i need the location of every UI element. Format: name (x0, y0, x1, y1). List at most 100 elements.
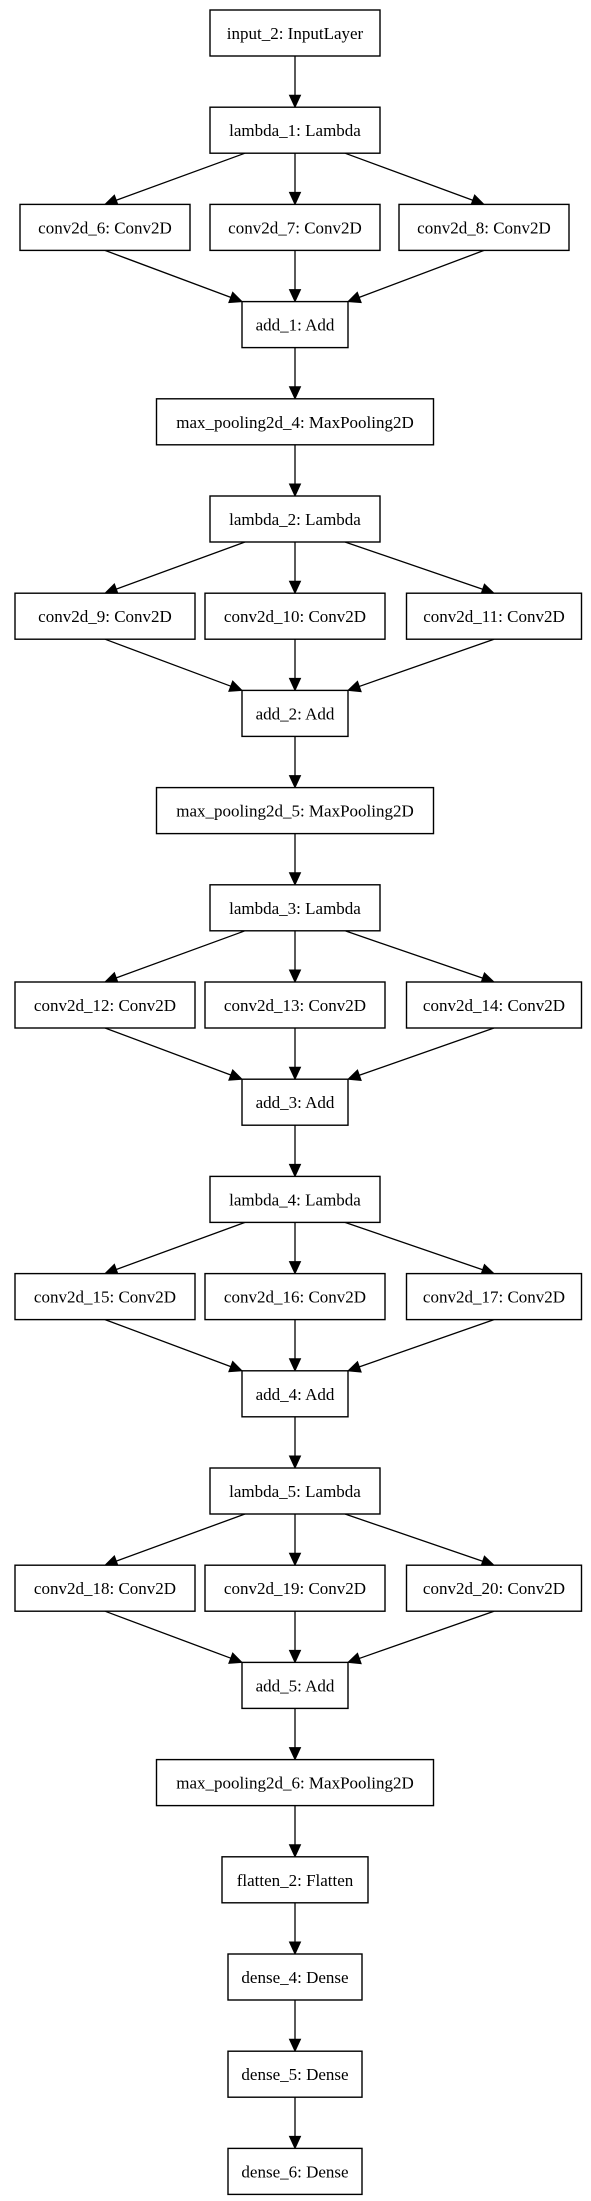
edge-lambda-4-to-conv2d-17 (344, 1221, 483, 1271)
arrowhead-icon (288, 289, 302, 303)
layer-box (209, 203, 381, 252)
edge-conv2d-12-to-add-3 (104, 1027, 231, 1076)
layer-box (209, 884, 381, 932)
layer-box (241, 300, 349, 349)
arrowhead-icon (288, 1163, 302, 1178)
arrowhead-icon (288, 775, 302, 789)
arrowhead-icon (288, 1261, 302, 1275)
layer-box (221, 1856, 369, 1904)
layer-box (209, 1175, 381, 1224)
layer-node-max-pooling2d-6: max_pooling2d_6: MaxPooling2D (155, 1758, 435, 1807)
layer-node-conv2d-10: conv2d_10: Conv2D (204, 592, 386, 640)
edge-lambda-2-to-conv2d-11 (344, 541, 483, 590)
layer-node-flatten-2: flatten_2: Flatten (221, 1856, 369, 1904)
edge-conv2d-20-to-add-5 (359, 1610, 495, 1660)
layer-box (204, 1564, 386, 1612)
layer-label: conv2d_7: Conv2D (228, 218, 362, 237)
layer-label: conv2d_13: Conv2D (224, 996, 366, 1015)
layer-box (398, 203, 570, 252)
layer-node-conv2d-9: conv2d_9: Conv2D (14, 592, 196, 640)
layer-node-add-1: add_1: Add (241, 300, 349, 349)
layer-box (14, 1564, 196, 1612)
edge-lambda-4-to-conv2d-15 (116, 1221, 246, 1271)
layer-node-lambda-1: lambda_1: Lambda (209, 106, 381, 154)
layer-box (155, 1758, 435, 1807)
layer-box (227, 1953, 363, 2001)
layer-label: flatten_2: Flatten (237, 1871, 354, 1890)
layer-node-input-2: input_2: InputLayer (209, 9, 381, 57)
layer-box (405, 1564, 583, 1612)
arrowhead-icon (288, 1552, 302, 1567)
layer-node-conv2d-18: conv2d_18: Conv2D (14, 1564, 196, 1612)
nodes-layer: input_2: InputLayer lambda_1: Lambda conv2… (14, 9, 583, 2196)
layer-box (227, 2147, 363, 2196)
arrowhead-icon (288, 1844, 302, 1859)
layer-box (405, 981, 583, 1029)
layer-box (405, 592, 583, 640)
layer-label: dense_4: Dense (241, 1968, 348, 1987)
arrowhead-icon (288, 1358, 302, 1373)
layer-label: lambda_5: Lambda (229, 1482, 361, 1501)
layer-box (209, 106, 381, 154)
edge-lambda-5-to-conv2d-18 (116, 1513, 246, 1562)
layer-label: conv2d_10: Conv2D (224, 607, 366, 626)
edge-lambda-2-to-conv2d-9 (116, 541, 246, 590)
layer-label: conv2d_17: Conv2D (423, 1288, 565, 1307)
layer-node-max-pooling2d-5: max_pooling2d_5: MaxPooling2D (155, 786, 435, 835)
arrowhead-icon (346, 1652, 362, 1665)
edge-lambda-3-to-conv2d-12 (116, 930, 246, 979)
layer-box (241, 689, 349, 738)
arrowhead-icon (346, 291, 362, 304)
arrowhead-icon (288, 483, 302, 498)
layer-node-dense-6: dense_6: Dense (227, 2147, 363, 2196)
layer-label: add_3: Add (256, 1093, 335, 1112)
layer-label: conv2d_12: Conv2D (34, 996, 176, 1015)
edge-lambda-1-to-conv2d-6 (116, 152, 246, 201)
layer-node-add-2: add_2: Add (241, 689, 349, 738)
arrowhead-icon (288, 2135, 302, 2150)
layer-label: conv2d_11: Conv2D (423, 607, 565, 626)
layer-node-conv2d-11: conv2d_11: Conv2D (405, 592, 583, 640)
arrowhead-icon (228, 1068, 244, 1081)
layer-box (155, 398, 435, 446)
layer-node-lambda-3: lambda_3: Lambda (209, 884, 381, 932)
arrowhead-icon (288, 1941, 302, 1956)
layer-node-lambda-4: lambda_4: Lambda (209, 1175, 381, 1224)
layer-box (405, 1272, 583, 1321)
layer-box (241, 1370, 349, 1418)
layer-node-conv2d-8: conv2d_8: Conv2D (398, 203, 570, 252)
arrowhead-icon (228, 680, 244, 692)
layer-label: conv2d_16: Conv2D (224, 1288, 366, 1307)
layer-box (209, 495, 381, 543)
arrowhead-icon (288, 872, 302, 887)
layer-label: dense_6: Dense (241, 2162, 348, 2181)
arrowhead-icon (228, 291, 244, 304)
layer-label: conv2d_20: Conv2D (423, 1579, 565, 1598)
layer-node-max-pooling2d-4: max_pooling2d_4: MaxPooling2D (155, 398, 435, 446)
layer-node-conv2d-12: conv2d_12: Conv2D (14, 981, 196, 1029)
layer-label: lambda_3: Lambda (229, 899, 361, 918)
layer-label: conv2d_9: Conv2D (38, 607, 172, 626)
layer-label: input_2: InputLayer (227, 24, 364, 43)
layer-box (14, 1272, 196, 1321)
layer-node-conv2d-17: conv2d_17: Conv2D (405, 1272, 583, 1321)
arrowhead-icon (346, 1069, 362, 1081)
edge-conv2d-11-to-add-2 (359, 638, 495, 688)
edge-lambda-5-to-conv2d-20 (344, 1513, 483, 1562)
arrowhead-icon (228, 1652, 244, 1664)
arrowhead-icon (288, 2038, 302, 2053)
arrowhead-icon (288, 1649, 302, 1664)
layer-label: add_4: Add (256, 1385, 335, 1404)
arrowhead-icon (288, 969, 302, 984)
layer-box (241, 1078, 349, 1126)
layer-node-add-4: add_4: Add (241, 1370, 349, 1418)
layer-label: conv2d_8: Conv2D (417, 218, 551, 237)
layer-node-conv2d-19: conv2d_19: Conv2D (204, 1564, 386, 1612)
layer-label: add_1: Add (256, 316, 335, 335)
layer-node-conv2d-20: conv2d_20: Conv2D (405, 1564, 583, 1612)
edge-conv2d-8-to-add-1 (359, 249, 485, 298)
layer-box (204, 981, 386, 1029)
arrowhead-icon (288, 677, 302, 692)
edge-conv2d-14-to-add-3 (359, 1027, 495, 1076)
